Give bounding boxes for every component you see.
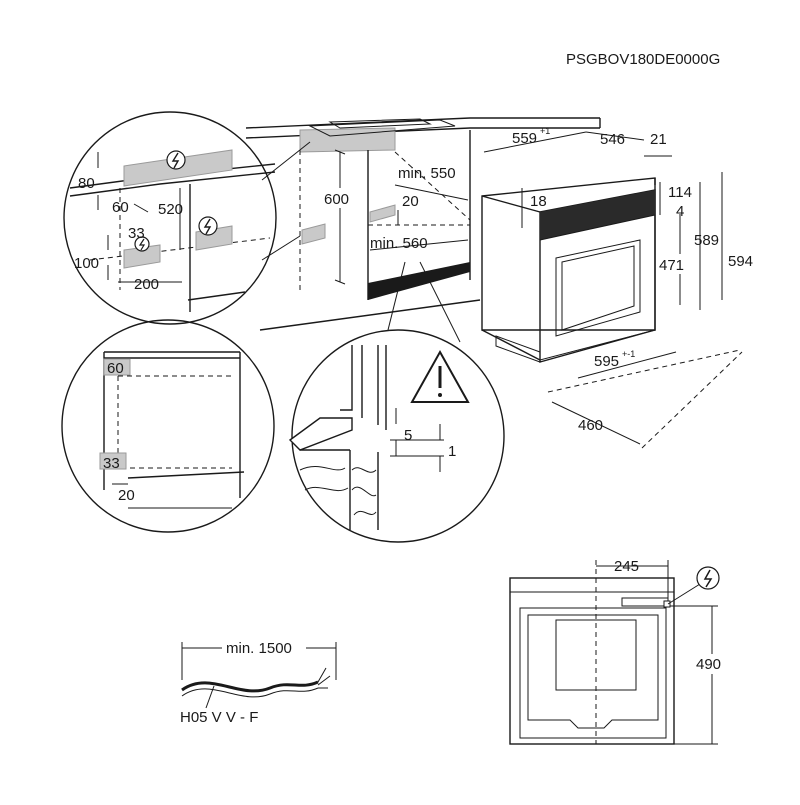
dim-245: 245 <box>614 558 639 575</box>
dim-4: 4 <box>676 203 684 220</box>
dim-589: 589 <box>694 232 719 249</box>
oven-perspective: 559 +1 546 21 18 114 4 471 589 594 595 +… <box>481 126 753 449</box>
cable-type-label: H05 V V - F <box>180 709 258 726</box>
dim-490: 490 <box>696 656 721 673</box>
dim-100: 100 <box>74 255 99 272</box>
dim-1: 1 <box>448 443 456 460</box>
dim-546: 546 <box>600 131 625 148</box>
cabinet-perspective: 600 min. 550 20 min. 560 <box>245 117 601 331</box>
warning-triangle-icon <box>410 349 470 403</box>
dim-min-1500: min. 1500 <box>226 640 292 657</box>
power-connection-icon <box>166 150 186 170</box>
dim-60-detail: 60 <box>107 360 124 377</box>
dim-200: 200 <box>134 276 159 293</box>
oven-rear-view: 245 490 <box>509 558 730 745</box>
dim-471: 471 <box>659 257 684 274</box>
dim-33-top: 33 <box>128 225 145 242</box>
dim-594: 594 <box>728 253 753 270</box>
dim-20-detail: 20 <box>118 487 135 504</box>
power-connection-icon <box>134 236 150 252</box>
dim-595-tolerance: +-1 <box>622 349 635 359</box>
dim-600: 600 <box>324 191 349 208</box>
dim-20-cabinet: 20 <box>402 193 419 210</box>
dim-114: 114 <box>668 184 692 201</box>
dim-60-top: 60 <box>112 199 129 216</box>
detail-circle-gap: 5 1 <box>288 261 505 543</box>
dim-min-560: min. 560 <box>370 235 428 252</box>
power-cable: min. 1500 H05 V V - F <box>180 638 337 726</box>
dim-595: 595 <box>594 353 619 370</box>
dim-520: 520 <box>158 201 183 218</box>
dim-33-detail: 33 <box>103 455 120 472</box>
dim-80: 80 <box>78 175 95 192</box>
dim-5: 5 <box>404 427 412 444</box>
dim-559: 559 <box>512 130 537 147</box>
dim-559-tolerance: +1 <box>540 126 550 136</box>
dim-21: 21 <box>650 131 667 148</box>
detail-circle-ventilation: 60 33 20 <box>61 319 275 533</box>
dim-18: 18 <box>530 193 547 210</box>
dim-min-550: min. 550 <box>398 165 456 182</box>
power-connection-icon <box>198 216 218 236</box>
product-code: PSGBOV180DE0000G <box>566 51 720 68</box>
power-connection-icon <box>696 566 720 590</box>
detail-circle-power: 80 60 520 33 100 200 <box>63 111 311 325</box>
dim-460: 460 <box>578 417 603 434</box>
